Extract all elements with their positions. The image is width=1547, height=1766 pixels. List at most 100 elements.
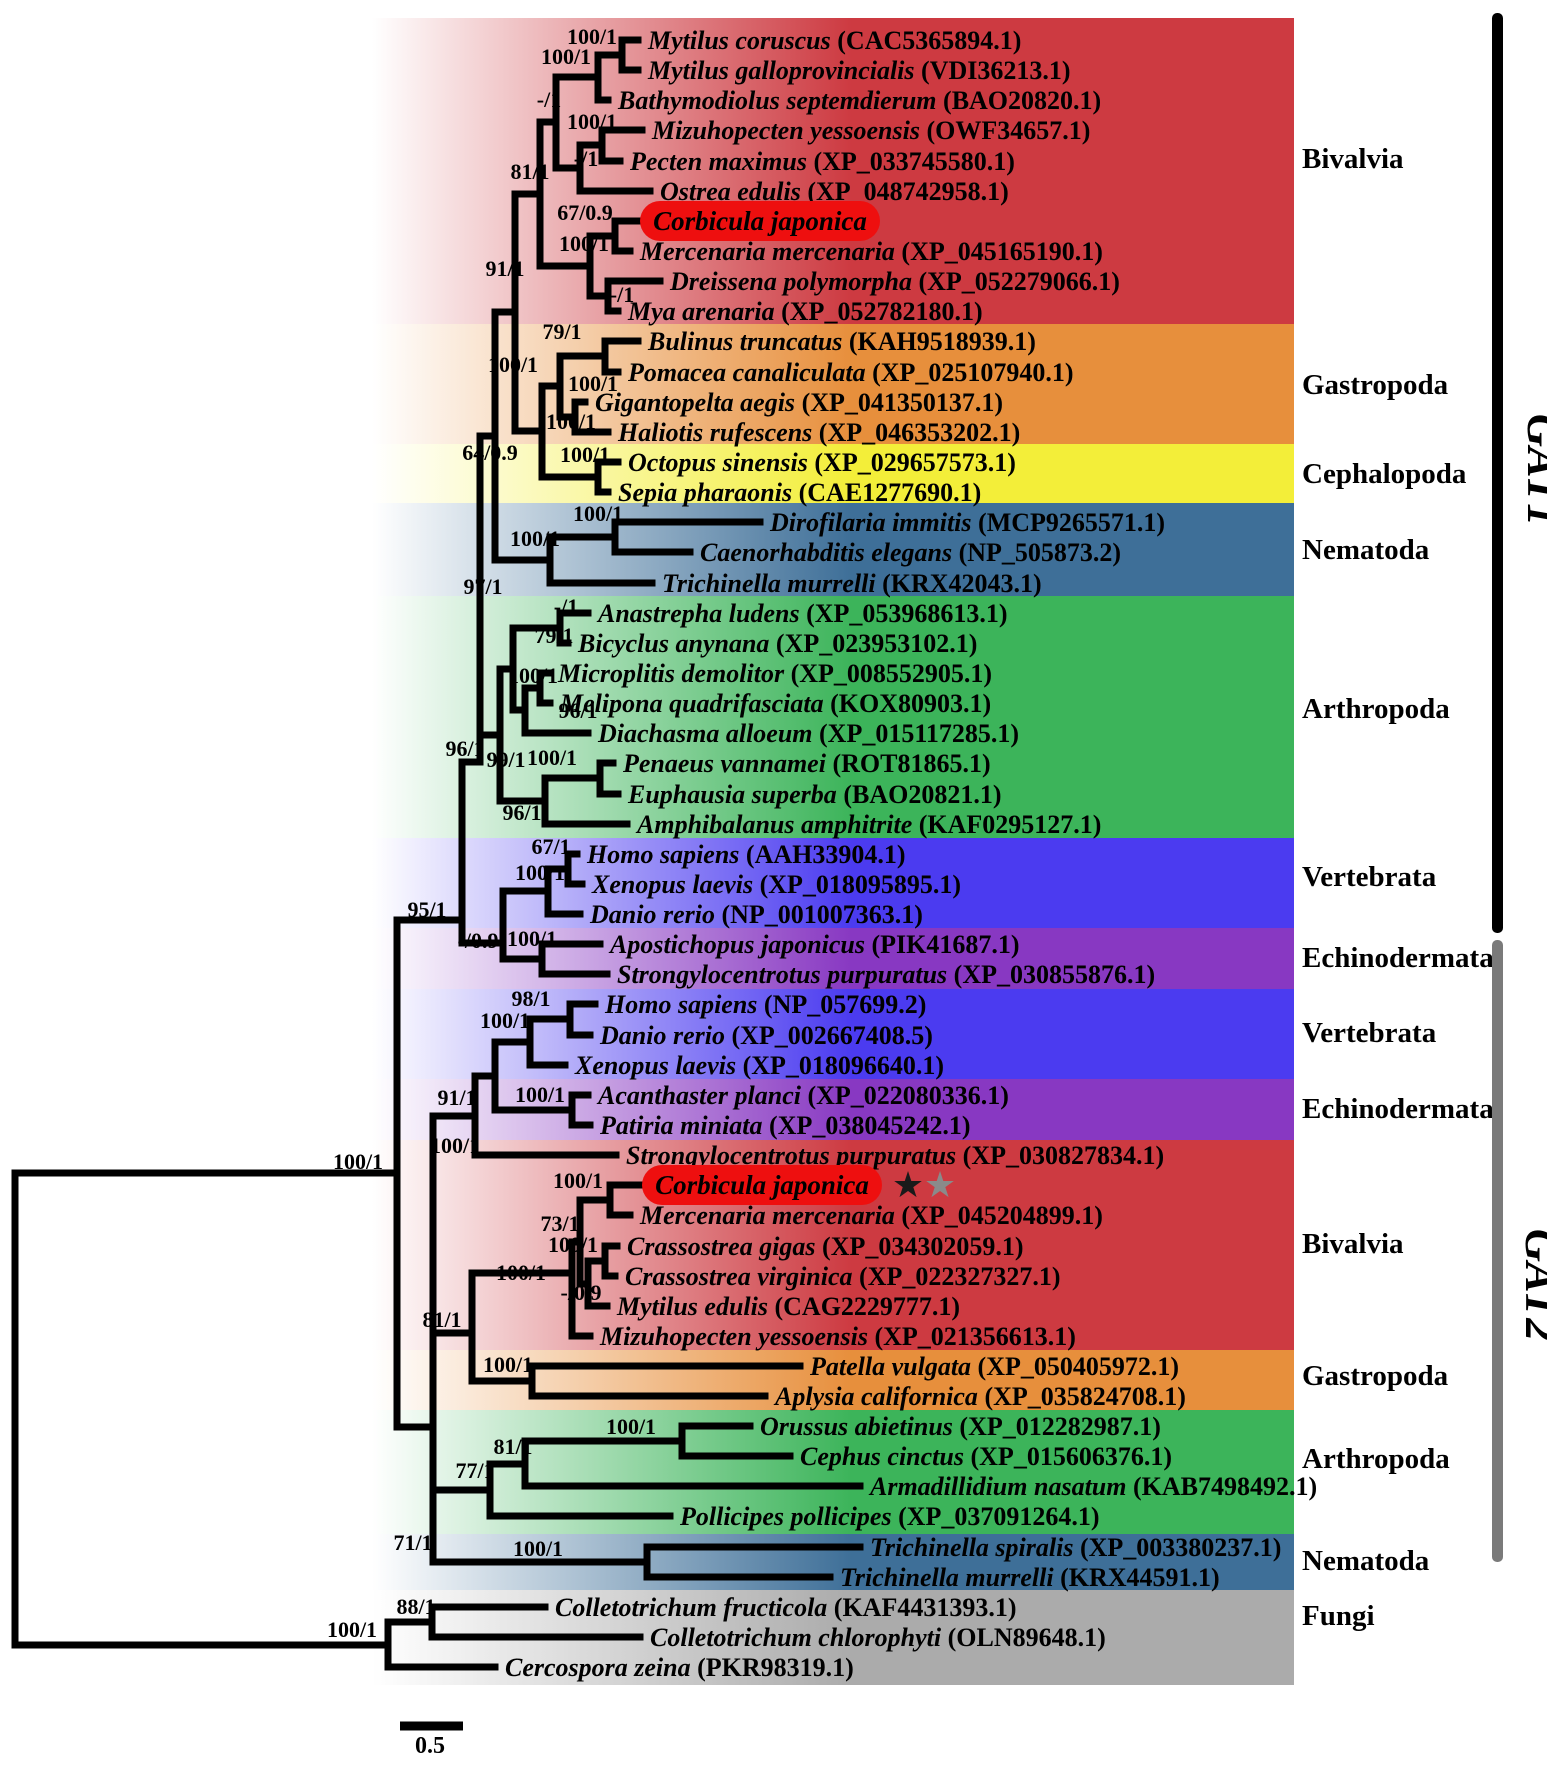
- support-value: 100/1: [573, 501, 623, 526]
- taxon-label: Ostrea edulis (XP_048742958.1): [660, 177, 1009, 206]
- group-label: Bivalvia: [1302, 1228, 1404, 1260]
- taxon-label: Crassostrea virginica (XP_022327327.1): [625, 1262, 1061, 1291]
- group-band: [372, 444, 1294, 503]
- support-value: 79/1: [534, 623, 573, 648]
- taxon-label: Colletotrichum fructicola (KAF4431393.1): [555, 1593, 1017, 1622]
- taxon-label: Colletotrichum chlorophyti (OLN89648.1): [650, 1623, 1106, 1652]
- taxon-label-highlighted: Corbicula japonica: [653, 206, 867, 236]
- taxon-label: Sepia pharaonis (CAE1277690.1): [618, 478, 981, 507]
- taxon-label: Mya arenaria (XP_052782180.1): [627, 297, 983, 326]
- support-value: 67/0.9: [557, 200, 613, 225]
- support-value: -/0.9: [561, 1280, 602, 1305]
- support-value: 67/1: [531, 834, 570, 859]
- group-label: Gastropoda: [1302, 1360, 1449, 1392]
- support-value: -/1: [554, 594, 578, 619]
- support-value: 100/1: [515, 860, 565, 885]
- support-value: 99/1: [486, 747, 525, 772]
- group-band: [372, 324, 1294, 444]
- taxon-label: Acanthaster planci (XP_022080336.1): [596, 1081, 1009, 1110]
- taxon-label: Danio rerio (XP_002667408.5): [599, 1021, 933, 1050]
- taxon-label: Haliotis rufescens (XP_046353202.1): [617, 418, 1020, 447]
- taxon-label: Homo sapiens (AAH33904.1): [586, 840, 906, 869]
- taxon-label: Homo sapiens (NP_057699.2): [604, 990, 926, 1019]
- support-value: 100/1: [567, 109, 617, 134]
- group-label: Cephalopoda: [1302, 458, 1467, 490]
- taxon-label: Microplitis demolitor (XP_008552905.1): [557, 659, 992, 688]
- support-value: 96/1: [445, 736, 484, 761]
- taxon-label: Xenopus laevis (XP_018096640.1): [574, 1051, 944, 1080]
- taxon-label: Trichinella murrelli (KRX42043.1): [662, 569, 1042, 598]
- support-value: 100/1: [480, 1008, 530, 1033]
- taxon-label: Aplysia californica (XP_035824708.1): [773, 1382, 1186, 1411]
- group-label: Arthropoda: [1302, 1443, 1450, 1475]
- support-value: 96/1: [558, 698, 597, 723]
- taxon-label: Mytilus edulis (CAG2229777.1): [616, 1292, 960, 1321]
- support-value: -/1: [537, 87, 561, 112]
- clade-bar: [1492, 940, 1503, 1562]
- taxon-label: Armadillidium nasatum (KAB7498492.1): [868, 1472, 1317, 1501]
- taxon-label: Patella vulgata (XP_050405972.1): [809, 1352, 1179, 1381]
- group-band: [372, 989, 1294, 1079]
- support-value: -/1: [574, 146, 598, 171]
- taxon-label: Caenorhabditis elegans (NP_505873.2): [700, 538, 1121, 567]
- taxon-label: Amphibalanus amphitrite (KAF0295127.1): [635, 810, 1101, 839]
- support-value: 100/1: [541, 44, 591, 69]
- support-value: 100/1: [567, 24, 617, 49]
- group-label: Vertebrata: [1302, 1017, 1437, 1049]
- support-value: 100/1: [327, 1617, 377, 1642]
- taxon-label: Trichinella murrelli (KRX44591.1): [840, 1563, 1220, 1592]
- support-value: 100/1: [546, 409, 596, 434]
- taxon-label: Patiria miniata (XP_038045242.1): [599, 1111, 971, 1140]
- support-value: 71/1: [393, 1530, 432, 1555]
- group-label: Nematoda: [1302, 1545, 1430, 1577]
- group-label: Bivalvia: [1302, 143, 1404, 175]
- taxon-label: Strongylocentrotus purpuratus (XP_030855…: [617, 960, 1155, 989]
- support-value: 64/0.9: [462, 440, 518, 465]
- taxon-label: Mizuhopecten yessoensis (OWF34657.1): [651, 116, 1090, 145]
- clade-label: GAT1: [1518, 414, 1547, 526]
- star-icon: ★: [892, 1165, 924, 1205]
- support-value: 100/1: [553, 1168, 603, 1193]
- taxon-label-highlighted: Corbicula japonica: [655, 1170, 869, 1200]
- support-value: 100/1: [606, 1414, 656, 1439]
- support-value: 100/1: [488, 352, 538, 377]
- taxon-label: Cercospora zeina (PKR98319.1): [505, 1653, 854, 1682]
- taxon-label: Gigantopelta aegis (XP_041350137.1): [595, 388, 1003, 417]
- taxon-label: Mytilus galloprovincialis (VDI36213.1): [647, 56, 1071, 85]
- support-value: 100/1: [560, 442, 610, 467]
- support-value: 88/1: [396, 1594, 435, 1619]
- group-label: Nematoda: [1302, 534, 1430, 566]
- highlight-pill: [642, 1165, 882, 1205]
- taxon-label: Mercenaria mercenaria (XP_045204899.1): [639, 1201, 1103, 1230]
- support-value: 97/1: [463, 574, 502, 599]
- taxon-label: Trichinella spiralis (XP_003380237.1): [870, 1533, 1281, 1562]
- taxon-label: Danio rerio (NP_001007363.1): [589, 900, 923, 929]
- taxon-label: Xenopus laevis (XP_018095895.1): [591, 870, 961, 899]
- clade-bar: [1492, 13, 1503, 933]
- support-value: -/1: [610, 282, 634, 307]
- support-value: 79/1: [542, 319, 581, 344]
- taxon-label: Mercenaria mercenaria (XP_045165190.1): [639, 237, 1103, 266]
- clade-label: GAT2: [1516, 1229, 1547, 1341]
- taxon-label: Pollicipes pollicipes (XP_037091264.1): [679, 1502, 1100, 1531]
- star-icon: ★: [924, 1165, 956, 1205]
- support-value: 91/1: [437, 1085, 476, 1110]
- support-value: 100/1: [333, 1149, 383, 1174]
- taxon-label: Mytilus coruscus (CAC5365894.1): [647, 26, 1021, 55]
- group-label: Gastropoda: [1302, 369, 1449, 401]
- support-value: 73/1: [540, 1211, 579, 1236]
- support-value: -/0.9: [458, 928, 499, 953]
- taxon-label: Euphausia superba (BAO20821.1): [627, 780, 1001, 809]
- group-label: Echinodermata: [1302, 942, 1494, 974]
- support-value: 91/1: [485, 256, 524, 281]
- support-value: 100/1: [559, 231, 609, 256]
- taxon-label: Penaeus vannamei (ROT81865.1): [622, 749, 991, 778]
- taxon-label: Crassostrea gigas (XP_034302059.1): [627, 1232, 1024, 1261]
- taxon-label: Anastrepha ludens (XP_053968613.1): [596, 599, 1008, 628]
- group-label: Vertebrata: [1302, 861, 1437, 893]
- group-label: Arthropoda: [1302, 693, 1450, 725]
- support-value: 95/1: [407, 897, 446, 922]
- support-value: 100/1: [483, 1352, 533, 1377]
- support-value: 100/1: [508, 663, 558, 688]
